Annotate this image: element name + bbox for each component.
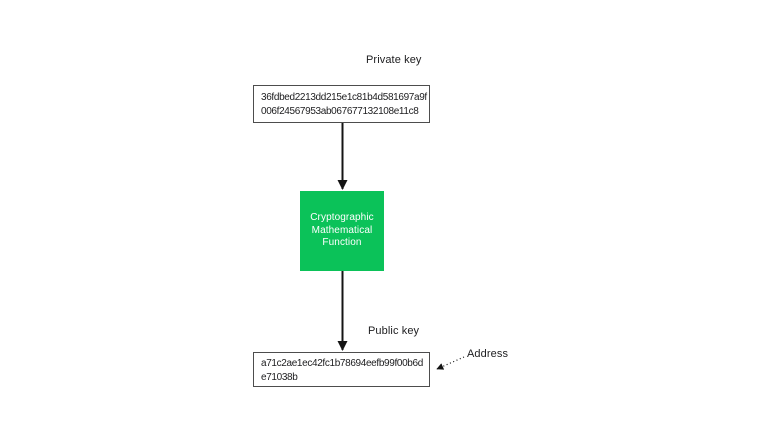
private-key-box: 36fdbed2213dd215e1c81b4d581697a9f 006f24… [253, 85, 430, 123]
address-pointer-arrow [436, 356, 465, 370]
public-key-label: Public key [368, 325, 420, 337]
private-key-value-line1: 36fdbed2213dd215e1c81b4d581697a9f [261, 92, 427, 103]
public-key-value-line1: a71c2ae1ec42fc1b78694eefb99f00b6d [261, 358, 423, 369]
crypto-function-text-line1: Cryptographic [310, 212, 374, 224]
public-key-box: a71c2ae1ec42fc1b78694eefb99f00b6d e71038… [253, 352, 430, 387]
crypto-function-box: Cryptographic Mathematical Function [300, 191, 384, 271]
crypto-function-text-line3: Function [322, 237, 362, 249]
private-key-label: Private key [366, 54, 422, 66]
public-key-value-line2: e71038b [261, 372, 298, 383]
crypto-function-text-line2: Mathematical [311, 224, 373, 236]
private-key-value-line2: 006f24567953ab067677132108e11c8 [261, 106, 419, 117]
address-label: Address [467, 348, 509, 360]
